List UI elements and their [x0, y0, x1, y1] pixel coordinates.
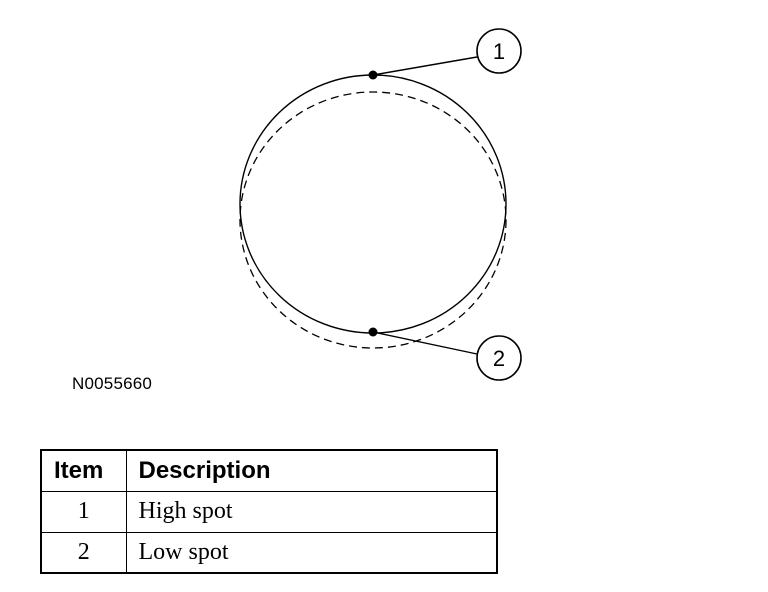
description-header: Description [125, 449, 498, 492]
callout-1: 1 [476, 28, 522, 74]
item-number: 1 [40, 490, 127, 533]
item-description: High spot [125, 490, 498, 533]
callout-2-circle [476, 335, 522, 381]
callout-1-circle [476, 28, 522, 74]
low-spot-leader-line [372, 331, 478, 355]
dashed-reference-circle [239, 91, 507, 349]
item-description: Low spot [125, 531, 498, 574]
solid-profile-circle [239, 74, 507, 334]
callout-1-label: 1 [493, 39, 505, 64]
runout-diagram: 1 2 [239, 28, 522, 381]
legend-header-row: Item Description [40, 449, 498, 492]
table-row: 2 Low spot [40, 531, 498, 574]
table-row: 1 High spot [40, 490, 498, 533]
high-spot-leader-line [372, 56, 478, 76]
figure-id: N0055660 [72, 374, 153, 393]
legend-table: Item Description 1 High spot 2 Low spot [40, 449, 498, 574]
item-number: 2 [40, 531, 127, 574]
callout-2: 2 [476, 335, 522, 381]
item-header: Item [40, 449, 127, 492]
callout-2-label: 2 [493, 346, 505, 371]
